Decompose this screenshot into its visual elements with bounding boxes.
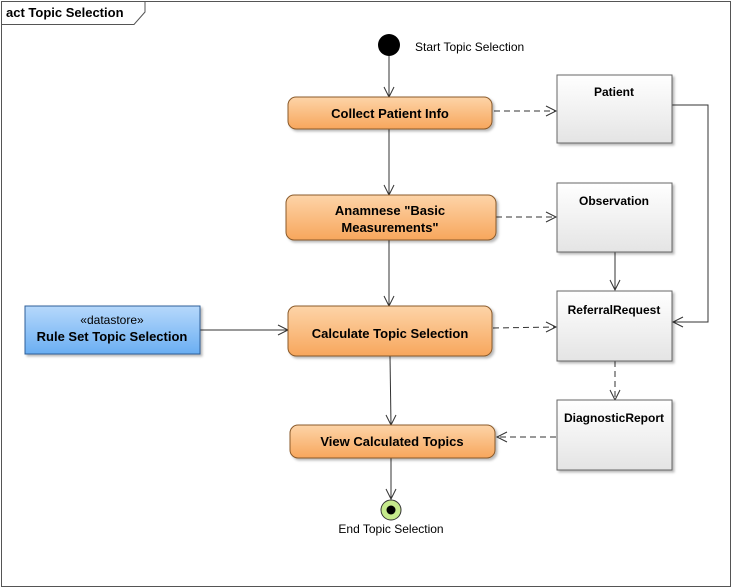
object-flows <box>492 105 621 443</box>
action-label-line2: Measurements" <box>341 220 438 235</box>
arrowhead <box>495 431 508 443</box>
object-patient[interactable]: Patient <box>556 74 673 144</box>
action-calculate-topic-selection[interactable]: Calculate Topic Selection <box>287 305 493 357</box>
datastore-rule-set-topic-selection[interactable]: «datastore» Rule Set Topic Selection <box>24 305 201 355</box>
datastore-stereotype: «datastore» <box>80 313 144 327</box>
control-flows <box>200 56 709 501</box>
action-collect-patient-info[interactable]: Collect Patient Info <box>287 96 493 130</box>
arrowhead <box>609 279 621 292</box>
arrowhead <box>545 211 558 223</box>
action-anamnese[interactable]: Anamnese "Basic Measurements" <box>285 194 497 241</box>
frame-tab <box>1 1 146 25</box>
flow-patient-to-referral <box>672 104 709 323</box>
arrowhead <box>385 488 397 501</box>
initial-node <box>378 34 400 56</box>
object-label: DiagnosticReport <box>564 411 664 425</box>
arrowhead <box>545 321 558 333</box>
object-label: Observation <box>579 194 649 208</box>
arrowhead <box>545 105 558 117</box>
object-label: Patient <box>594 85 634 99</box>
action-label: View Calculated Topics <box>320 434 463 449</box>
frame-title: act Topic Selection <box>6 5 124 20</box>
object-label: ReferralRequest <box>568 303 661 317</box>
flow-calculate-to-view <box>389 355 392 426</box>
objflow-calculate-to-referral <box>492 326 557 329</box>
start-label: Start Topic Selection <box>415 40 524 54</box>
action-label: Collect Patient Info <box>331 106 449 121</box>
action-label: Calculate Topic Selection <box>312 326 469 341</box>
final-node <box>380 499 402 521</box>
action-view-calculated-topics[interactable]: View Calculated Topics <box>289 424 496 459</box>
object-referral-request[interactable]: ReferralRequest <box>556 290 673 362</box>
action-label-line1: Anamnese "Basic <box>335 203 445 218</box>
arrowhead <box>671 316 684 328</box>
object-observation[interactable]: Observation <box>556 182 673 253</box>
datastore-label: Rule Set Topic Selection <box>37 329 188 344</box>
end-label: End Topic Selection <box>338 522 443 536</box>
object-diagnostic-report[interactable]: DiagnosticReport <box>556 399 673 471</box>
